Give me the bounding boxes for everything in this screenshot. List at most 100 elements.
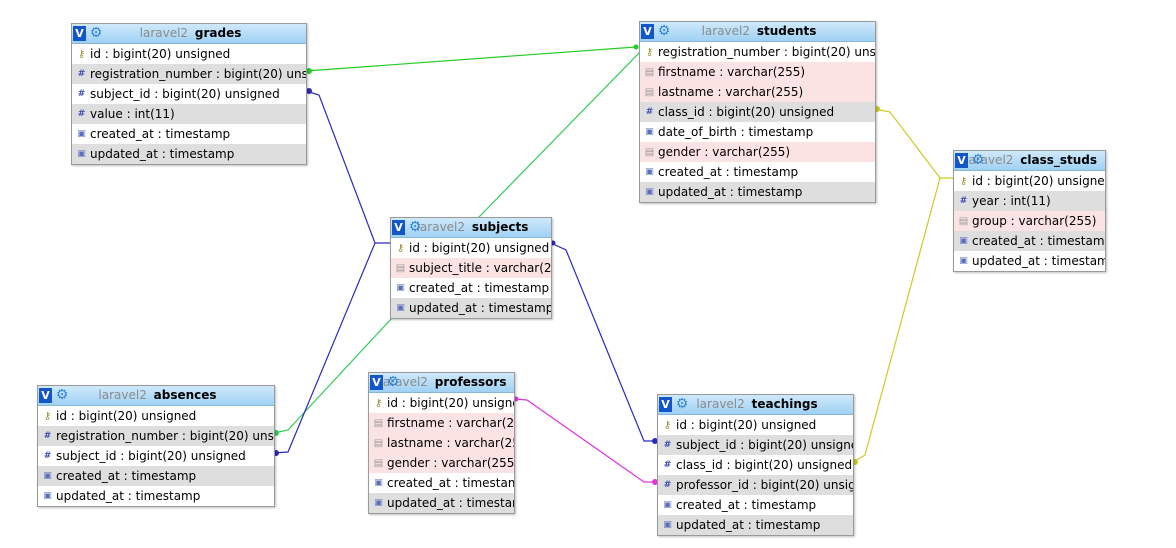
table-students[interactable]: V ⚙ laravel2 students ⚷registration_numb… <box>639 21 876 203</box>
relation-subjects-teachings <box>550 242 657 442</box>
date-icon: ▣ <box>645 187 654 197</box>
number-icon: # <box>663 440 672 450</box>
table-column-row[interactable]: ⚷id : bigint(20) unsigned <box>658 415 853 435</box>
gear-icon[interactable]: ⚙ <box>386 374 400 390</box>
relation-end-students-grades <box>633 44 639 50</box>
table-column-row[interactable]: ⚷id : bigint(20) unsigned <box>391 238 551 258</box>
column-definition: updated_at : timestamp <box>90 147 235 161</box>
date-icon: ▣ <box>663 520 672 530</box>
table-column-row[interactable]: # subject_id : bigint(20) unsigned <box>658 435 853 455</box>
table-column-row[interactable]: ▣created_at : timestamp <box>72 124 306 144</box>
toggle-columns-button[interactable]: V <box>73 26 86 41</box>
number-icon: # <box>43 431 52 441</box>
table-column-row[interactable]: ▣updated_at : timestamp <box>38 486 274 506</box>
table-column-row[interactable]: #value : int(11) <box>72 104 306 124</box>
toggle-columns-button[interactable]: V <box>39 388 52 403</box>
table-column-row[interactable]: ▣created_at : timestamp <box>369 473 514 493</box>
column-definition: id : bigint(20) unsigned <box>90 47 231 61</box>
gear-icon[interactable]: ⚙ <box>55 387 69 403</box>
table-column-row[interactable]: ▣created_at : timestamp <box>658 495 853 515</box>
toggle-columns-button[interactable]: V <box>392 220 405 235</box>
table-header[interactable]: V ⚙ laravel2 students <box>640 22 875 42</box>
table-column-row[interactable]: ▤group : varchar(255) <box>954 211 1105 231</box>
table-column-row[interactable]: ▣updated_at : timestamp <box>954 251 1105 271</box>
toggle-columns-button[interactable]: V <box>659 397 672 412</box>
number-icon: # <box>645 107 654 117</box>
gear-icon[interactable]: ⚙ <box>89 25 103 41</box>
gear-icon[interactable]: ⚙ <box>657 23 671 39</box>
key-icon: ⚷ <box>645 47 654 58</box>
toggle-columns-button[interactable]: V <box>641 24 654 39</box>
column-definition: class_id : bigint(20) unsigned <box>676 458 853 472</box>
table-column-row[interactable]: #class_id : bigint(20) unsigned <box>658 455 853 475</box>
table-absences[interactable]: V ⚙ laravel2 absences ⚷id : bigint(20) u… <box>37 385 275 507</box>
table-column-row[interactable]: ▣date_of_birth : timestamp <box>640 122 875 142</box>
table-column-row[interactable]: ⚷id : bigint(20) unsigned <box>38 406 274 426</box>
table-column-row[interactable]: ▣updated_at : timestamp <box>391 298 551 318</box>
table-column-row[interactable]: #professor_id : bigint(20) unsigned <box>658 475 853 495</box>
key-icon: ⚷ <box>663 420 672 431</box>
table-column-row[interactable]: ▤firstname : varchar(255) <box>640 62 875 82</box>
table-class-studs[interactable]: V ⚙ laravel2 class_studs ⚷id : bigint(20… <box>953 150 1106 272</box>
column-definition: id : bigint(20) unsigned <box>387 396 514 410</box>
number-icon: # <box>77 69 86 79</box>
text-icon: ▤ <box>373 438 384 449</box>
column-definition: firstname : varchar(255) <box>387 416 514 430</box>
table-professors[interactable]: V ⚙ laravel2 professors ⚷id : bigint(20)… <box>368 372 515 514</box>
date-icon: ▣ <box>43 471 52 481</box>
table-column-row[interactable]: ▣created_at : timestamp <box>954 231 1105 251</box>
date-icon: ▣ <box>77 129 86 139</box>
table-column-row[interactable]: ▤gender : varchar(255) <box>369 453 514 473</box>
table-column-row[interactable]: #year : int(11) <box>954 191 1105 211</box>
database-name: laravel2 <box>139 26 189 40</box>
table-column-row[interactable]: #subject_id : bigint(20) unsigned <box>72 84 306 104</box>
table-header[interactable]: V ⚙ laravel2 grades <box>72 24 306 44</box>
table-column-row[interactable]: ▣created_at : timestamp <box>38 466 274 486</box>
database-name: laravel2 <box>98 388 147 402</box>
column-list: ⚷id : bigint(20) unsigned#year : int(11)… <box>954 171 1105 271</box>
table-name: teachings <box>751 397 818 411</box>
column-definition: updated_at : timestamp <box>387 496 514 510</box>
table-column-row[interactable]: ▤subject_title : varchar(255) <box>391 258 551 278</box>
gear-icon[interactable]: ⚙ <box>408 219 422 235</box>
table-header[interactable]: V ⚙ laravel2 class_studs <box>954 151 1105 171</box>
table-column-row[interactable]: ▤firstname : varchar(255) <box>369 413 514 433</box>
gear-icon[interactable]: ⚙ <box>675 396 689 412</box>
table-column-row[interactable]: ▤lastname : varchar(255) <box>369 433 514 453</box>
relation-students-classes <box>874 108 954 179</box>
table-column-row[interactable]: ▣updated_at : timestamp <box>72 144 306 164</box>
key-icon: ⚷ <box>396 243 405 254</box>
table-column-row[interactable]: ▤lastname : varchar(255) <box>640 82 875 102</box>
table-column-row[interactable]: #class_id : bigint(20) unsigned <box>640 102 875 122</box>
table-column-row[interactable]: #subject_id : bigint(20) unsigned <box>38 446 274 466</box>
table-header[interactable]: V ⚙ laravel2 subjects <box>391 218 551 238</box>
table-column-row[interactable]: ▤gender : varchar(255) <box>640 142 875 162</box>
table-header[interactable]: V ⚙ laravel2 professors <box>369 373 514 393</box>
table-column-row[interactable]: ▣updated_at : timestamp <box>640 182 875 202</box>
table-header[interactable]: V ⚙ laravel2 teachings <box>658 395 853 415</box>
table-column-row[interactable]: ▣created_at : timestamp <box>391 278 551 298</box>
column-definition: subject_id : bigint(20) unsigned <box>676 438 853 452</box>
table-column-row[interactable]: # registration_number : bigint(20) unsign… <box>38 426 274 446</box>
table-column-row[interactable]: ⚷id : bigint(20) unsigned <box>954 171 1105 191</box>
table-column-row[interactable]: ▣updated_at : timestamp <box>658 515 853 535</box>
column-definition: registration_number : bigint(20) unsigne… <box>56 429 274 443</box>
column-definition: gender : varchar(255) <box>387 456 514 470</box>
table-column-row[interactable]: #registration_number : bigint(20) unsign… <box>72 64 306 84</box>
table-subjects[interactable]: V ⚙ laravel2 subjects ⚷id : bigint(20) u… <box>390 217 552 319</box>
column-definition: updated_at : timestamp <box>56 489 201 503</box>
toggle-columns-button[interactable]: V <box>955 153 968 168</box>
table-grades[interactable]: V ⚙ laravel2 grades ⚷id : bigint(20) uns… <box>71 23 307 165</box>
date-icon: ▣ <box>396 303 405 313</box>
table-column-row[interactable]: ▣created_at : timestamp <box>640 162 875 182</box>
text-icon: ▤ <box>958 216 969 227</box>
table-teachings[interactable]: V ⚙ laravel2 teachings ⚷id : bigint(20) … <box>657 394 854 536</box>
table-column-row[interactable]: ▣updated_at : timestamp <box>369 493 514 513</box>
table-column-row[interactable]: ⚷id : bigint(20) unsigned <box>72 44 306 64</box>
table-header[interactable]: V ⚙ laravel2 absences <box>38 386 274 406</box>
toggle-columns-button[interactable]: V <box>370 375 383 390</box>
table-column-row[interactable]: ⚷registration_number : bigint(20) unsign… <box>640 42 875 62</box>
gear-icon[interactable]: ⚙ <box>971 152 985 168</box>
column-definition: id : bigint(20) unsigned <box>972 174 1105 188</box>
table-column-row[interactable]: ⚷id : bigint(20) unsigned <box>369 393 514 413</box>
